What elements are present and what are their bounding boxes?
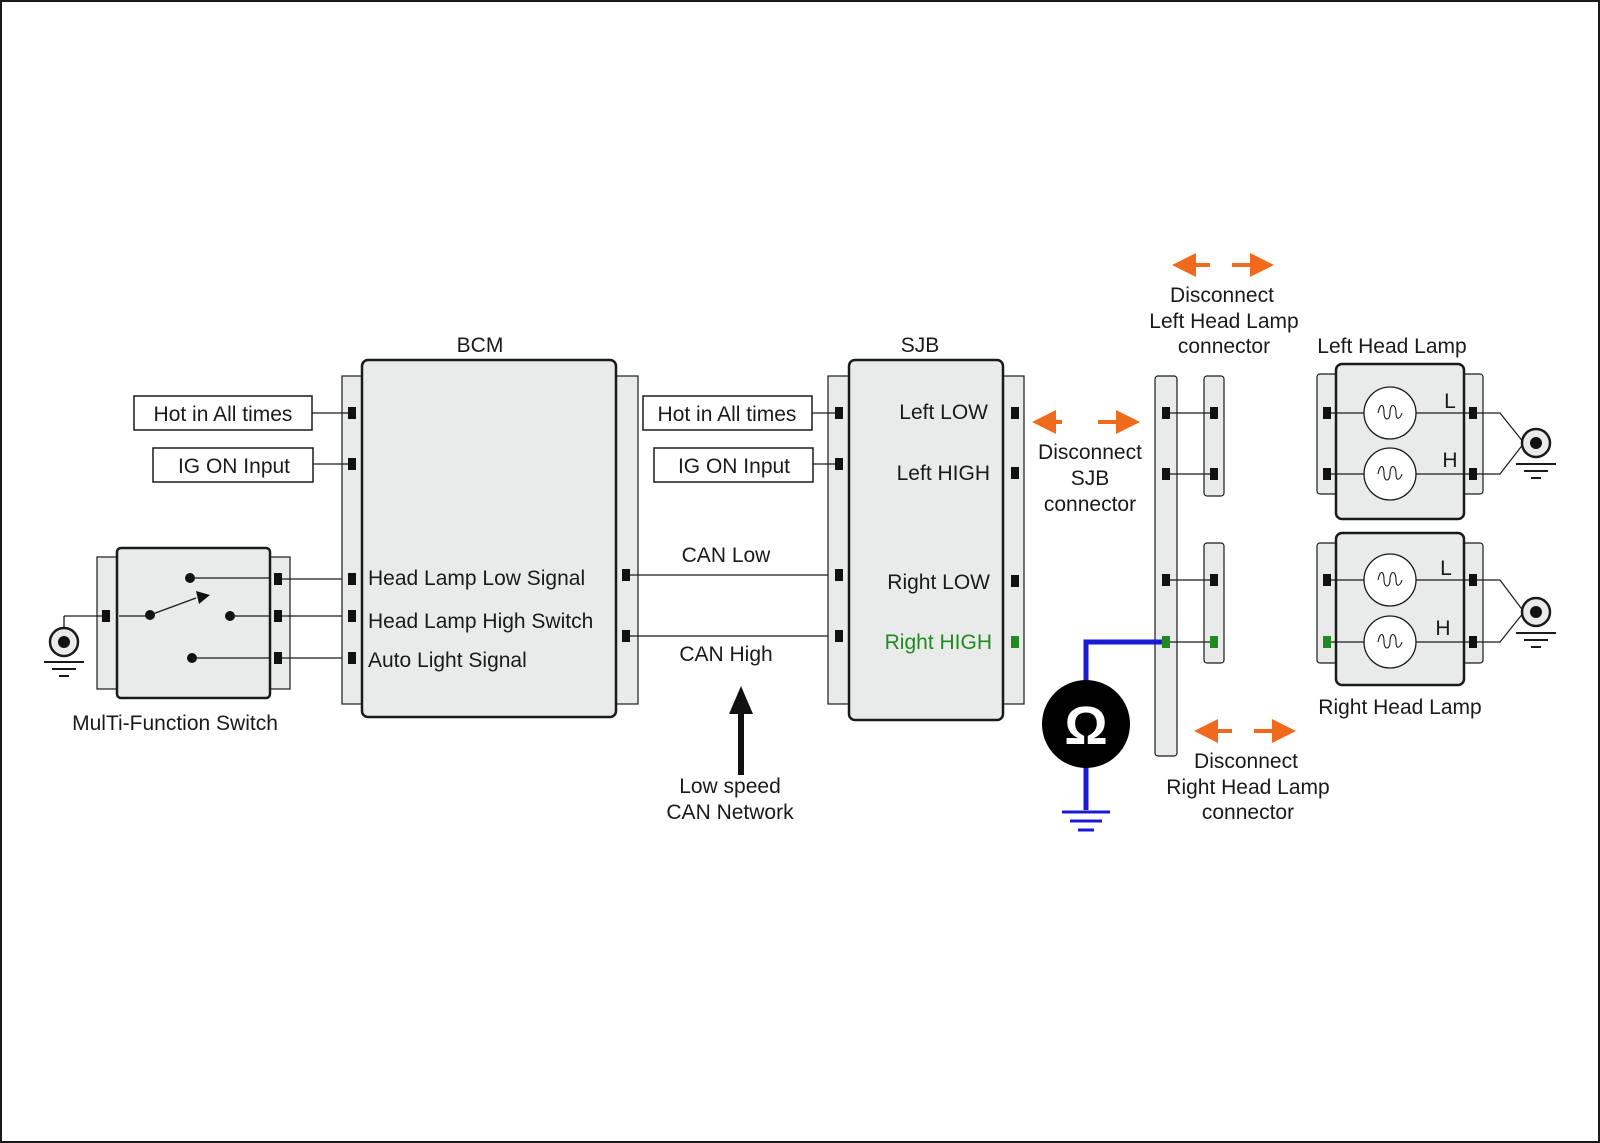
mfs-body <box>115 546 272 700</box>
right-lamp-harness-connector <box>1203 542 1225 664</box>
bcm-hot-box <box>133 395 313 431</box>
left-disconnect-line1: Disconnect <box>1170 284 1274 307</box>
mfs-lever-arrow <box>196 591 210 604</box>
sjb-ig-label: IG ON Input <box>678 455 790 478</box>
mfs-ground-icon <box>44 615 102 677</box>
ohmmeter-icon <box>1042 680 1130 768</box>
right-lamp-ground-icon <box>1477 579 1556 648</box>
right-lamp-l: L <box>1440 557 1452 580</box>
bcm-hot-label: Hot in All times <box>154 403 293 426</box>
right-lamp-disconnect-callout: Disconnect Right Head Lamp connector <box>1166 719 1330 824</box>
sjb-hot-box <box>642 395 813 431</box>
sjb-disconnect-callout: Disconnect SJB connector <box>1032 410 1142 516</box>
sjb-body <box>847 358 1005 722</box>
sjb-left-low: Left LOW <box>899 401 988 424</box>
sjb-left-high: Left HIGH <box>897 462 990 485</box>
sjb-ig-box <box>653 447 814 483</box>
right-disconnect-line1: Disconnect <box>1194 750 1298 773</box>
sjb-module: SJB Hot in All times IG ON Input Left LO… <box>642 334 1025 722</box>
left-lamp-harness-connector <box>1203 375 1225 497</box>
mfs-switch-lever <box>149 597 197 616</box>
right-lamp-h: H <box>1435 617 1450 640</box>
right-disconnect-line3: connector <box>1202 801 1294 824</box>
multi-function-switch: MulTi-Function Switch <box>44 546 291 735</box>
left-lamp-l: L <box>1444 390 1456 413</box>
sjb-left-connector <box>827 375 851 705</box>
sjb-hot-label: Hot in All times <box>658 403 797 426</box>
mfs-label: MulTi-Function Switch <box>72 712 278 735</box>
left-head-lamp: Left Head Lamp L H <box>1316 335 1556 521</box>
left-lamp-title: Left Head Lamp <box>1317 335 1466 358</box>
can-note-line2: CAN Network <box>666 801 794 824</box>
can-high-label: CAN High <box>679 643 772 666</box>
sjb-right-low: Right LOW <box>887 571 990 594</box>
sjb-disconnect-line2: SJB <box>1071 467 1110 490</box>
bcm-ig-box <box>152 447 314 483</box>
bcm-signal-auto: Auto Light Signal <box>368 649 527 672</box>
bcm-title: BCM <box>457 334 504 357</box>
ohmmeter: Ω <box>1042 639 1162 832</box>
left-disconnect-line3: connector <box>1178 335 1270 358</box>
bcm-ig-label: IG ON Input <box>178 455 290 478</box>
can-low-label: CAN Low <box>682 544 772 567</box>
bcm-body <box>360 358 618 719</box>
sjb-title: SJB <box>901 334 940 357</box>
left-lamp-h: H <box>1442 449 1457 472</box>
harness-connectors <box>1154 375 1225 757</box>
sjb-right-connector <box>1001 375 1025 705</box>
bcm-module: BCM Hot in All times IG ON Input Head La… <box>133 334 639 719</box>
sjb-harness-connector <box>1154 375 1178 757</box>
bcm-signal-low: Head Lamp Low Signal <box>368 567 585 590</box>
ohm-symbol: Ω <box>1064 696 1107 756</box>
right-disconnect-line2: Right Head Lamp <box>1166 776 1329 799</box>
can-bus: CAN Low CAN High Low speed CAN Network <box>630 544 838 824</box>
sjb-right-high: Right HIGH <box>885 631 992 654</box>
mfs-left-connector <box>96 556 120 690</box>
bcm-signal-high: Head Lamp High Switch <box>368 610 593 633</box>
probe-wire-top <box>1083 639 1162 684</box>
left-lamp-ground-icon <box>1477 412 1556 479</box>
right-head-lamp: L H Right Head Lamp <box>1316 531 1556 719</box>
sjb-disconnect-line1: Disconnect <box>1038 441 1142 464</box>
left-lamp-disconnect-callout: Disconnect Left Head Lamp connector <box>1149 253 1299 358</box>
left-disconnect-line2: Left Head Lamp <box>1149 310 1298 333</box>
sjb-disconnect-line3: connector <box>1044 493 1136 516</box>
bcm-right-connector <box>615 375 639 705</box>
right-lamp-title: Right Head Lamp <box>1318 696 1481 719</box>
can-note-line1: Low speed <box>679 775 781 798</box>
ohmmeter-ground-icon <box>1062 810 1110 832</box>
